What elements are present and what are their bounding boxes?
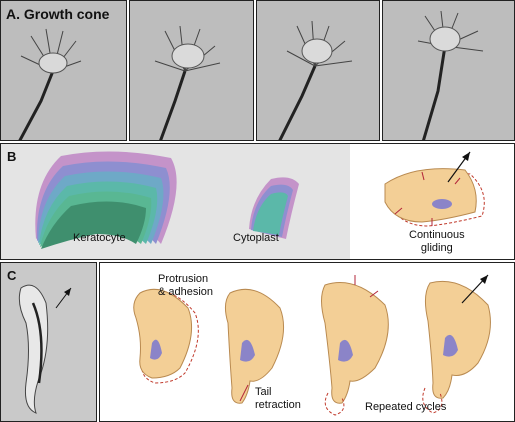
panel-a-title: A. Growth cone (6, 6, 110, 22)
moving-cell-image (18, 284, 72, 414)
repeated-cycles-label: Repeated cycles (365, 401, 447, 413)
keratocyte-label: Keratocyte (73, 232, 126, 244)
tail-retraction-label: Tail retraction (255, 386, 301, 411)
keratocyte-cytoplast-image (35, 151, 299, 249)
panel-c-diagram: Protrusion & adhesion Tail retraction Re… (99, 262, 515, 422)
growth-cone-image-3 (278, 20, 353, 140)
cytoplast-label: Cytoplast (233, 232, 279, 244)
growth-cone-image-4 (417, 10, 484, 140)
gliding-cell-diagram (384, 151, 485, 227)
growth-cone-image-2 (154, 25, 221, 140)
crawling-cycle-diagram (133, 274, 491, 416)
growth-cone-micrograph-3 (256, 0, 380, 141)
panel-b: B Keratocyte Cytoplast Continuous glidin… (0, 143, 515, 260)
growth-cone-micrograph-4 (382, 0, 515, 141)
growth-cone-micrograph-2 (129, 0, 254, 141)
protrusion-label: Protrusion & adhesion (158, 273, 214, 298)
panel-c-letter: C (7, 268, 17, 283)
growth-cone-micrograph-1: A. Growth cone (0, 0, 127, 141)
growth-cone-image-1 (18, 28, 82, 140)
continuous-gliding-label: Continuous gliding (409, 229, 465, 254)
panel-b-letter: B (7, 149, 17, 164)
panel-c-micrograph: C (0, 262, 97, 422)
